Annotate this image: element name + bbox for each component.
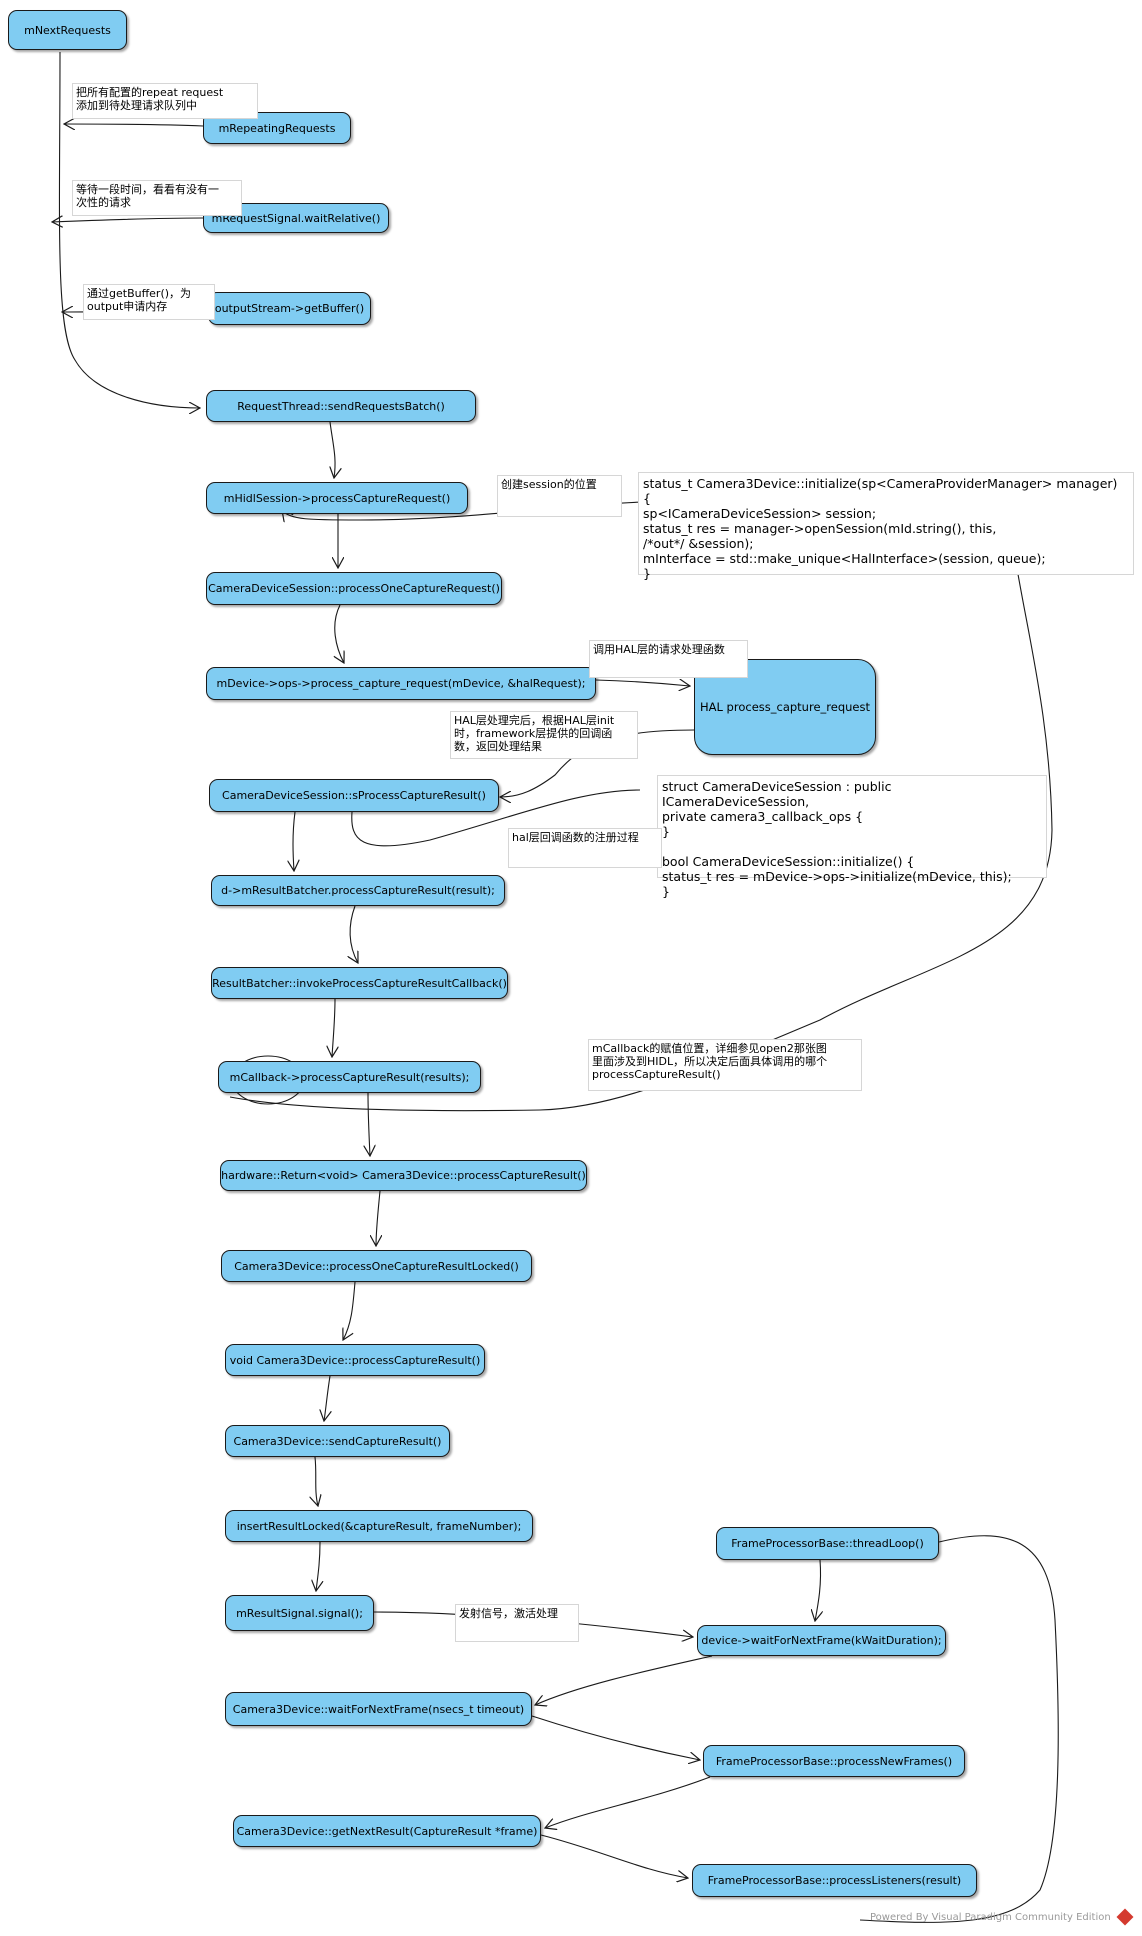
node-mnextrequests[interactable]: mNextRequests <box>8 10 127 50</box>
edge-sendbatch-to-hidl <box>330 421 335 478</box>
edge-wait-to-cam-wait <box>535 1655 713 1705</box>
note-call-hal: 调用HAL层的请求处理函数 <box>589 640 748 678</box>
node-mcallback-processcaptureresult[interactable]: mCallback->processCaptureResult(results)… <box>218 1061 481 1093</box>
node-sendrequestsbatch[interactable]: RequestThread::sendRequestsBatch() <box>206 390 476 422</box>
edge-void-to-send <box>324 1375 330 1421</box>
node-sprocesscaptureresult[interactable]: CameraDeviceSession::sProcessCaptureResu… <box>209 779 499 812</box>
note-repeat-request: 把所有配置的repeat request 添加到待处理请求队列中 <box>72 83 258 119</box>
edge-return-to-onelocked <box>376 1190 380 1246</box>
edge-mcallback-to-initialize <box>229 520 1053 1112</box>
node-invokeprocesscaptureresultcallback[interactable]: ResultBatcher::invokeProcessCaptureResul… <box>211 967 508 999</box>
node-processcapturerequest[interactable]: mHidlSession->processCaptureRequest() <box>206 482 468 514</box>
edge-hal-to-sprocess <box>500 729 695 797</box>
node-camera3device-waitfornextframe[interactable]: Camera3Device::waitForNextFrame(nsecs_t … <box>225 1692 532 1726</box>
note-initialize-code: status_t Camera3Device::initialize(sp<Ca… <box>638 472 1134 581</box>
edge-onecapture-to-ops <box>335 604 344 663</box>
edge-register-link <box>351 789 641 847</box>
edge-cam-wait-to-newframes <box>531 1715 700 1760</box>
edge-threadloop-to-wait <box>815 1559 821 1621</box>
edge-onelocked-to-void <box>343 1281 356 1340</box>
note-create-session: 创建session的位置 <box>497 475 622 517</box>
note-hal-callback: HAL层处理完后，根据HAL层init 时，framework层提供的回调函 数… <box>450 711 638 759</box>
edge-repeating-to-left <box>64 124 204 126</box>
node-processnewframes[interactable]: FrameProcessorBase::processNewFrames() <box>703 1745 965 1777</box>
node-insertresultlocked[interactable]: insertResultLocked(&captureResult, frame… <box>225 1510 533 1542</box>
note-callback-register: hal层回调函数的注册过程 <box>508 828 662 868</box>
edge-send-to-insert <box>315 1456 318 1506</box>
node-framethreadloop[interactable]: FrameProcessorBase::threadLoop() <box>716 1527 939 1560</box>
node-waitfornextframe-device[interactable]: device->waitForNextFrame(kWaitDuration); <box>697 1625 946 1656</box>
edge-batcher-to-invoke <box>350 905 358 963</box>
node-sendcaptureresult[interactable]: Camera3Device::sendCaptureResult() <box>225 1425 450 1457</box>
edge-next-to-listeners <box>540 1834 688 1878</box>
edge-mcallback-to-return <box>368 1092 370 1156</box>
edge-insert-to-signal <box>316 1541 320 1591</box>
node-processonecapturerequest[interactable]: CameraDeviceSession::processOneCaptureRe… <box>206 572 502 605</box>
node-getnextresult[interactable]: Camera3Device::getNextResult(CaptureResu… <box>233 1815 541 1847</box>
note-getbuffer: 通过getBuffer()，为 output申请内存 <box>83 284 215 320</box>
node-void-processcaptureresult[interactable]: void Camera3Device::processCaptureResult… <box>225 1344 485 1376</box>
node-return-processcaptureresult[interactable]: hardware::Return<void> Camera3Device::pr… <box>220 1160 587 1191</box>
note-fire-signal: 发射信号，激活处理 <box>455 1604 579 1642</box>
node-outputstream-getbuffer[interactable]: outputStream->getBuffer() <box>208 292 371 325</box>
edge-next-to-sendbatch <box>58 51 200 408</box>
note-mcallback-assign: mCallback的赋值位置，详细参见open2那张图 里面涉及到HIDL，所以… <box>588 1039 862 1091</box>
node-resultbatcher-processcaptureresult[interactable]: d->mResultBatcher.processCaptureResult(r… <box>211 875 505 906</box>
edge-threadloop-loop <box>859 1535 1059 1923</box>
note-wait-one-shot: 等待一段时间，看看有没有一 次性的请求 <box>72 180 242 216</box>
edge-invoke-to-mcallback <box>332 998 335 1057</box>
footer-credit: Powered By Visual Paradigm Community Edi… <box>870 1912 1111 1923</box>
note-session-struct: struct CameraDeviceSession : public ICam… <box>657 775 1047 899</box>
edge-newframes-to-next <box>545 1776 711 1828</box>
node-processlisteners[interactable]: FrameProcessorBase::processListeners(res… <box>692 1864 977 1897</box>
edge-ops-to-hal <box>595 680 690 686</box>
node-process-capture-request-ops[interactable]: mDevice->ops->process_capture_request(mD… <box>206 667 596 700</box>
edge-signal-to-left <box>52 218 204 222</box>
edge-sprocess-to-batcher <box>293 811 295 871</box>
node-mresultsignal-signal[interactable]: mResultSignal.signal(); <box>225 1595 374 1631</box>
node-processonecaptureresultlocked[interactable]: Camera3Device::processOneCaptureResultLo… <box>221 1250 532 1282</box>
